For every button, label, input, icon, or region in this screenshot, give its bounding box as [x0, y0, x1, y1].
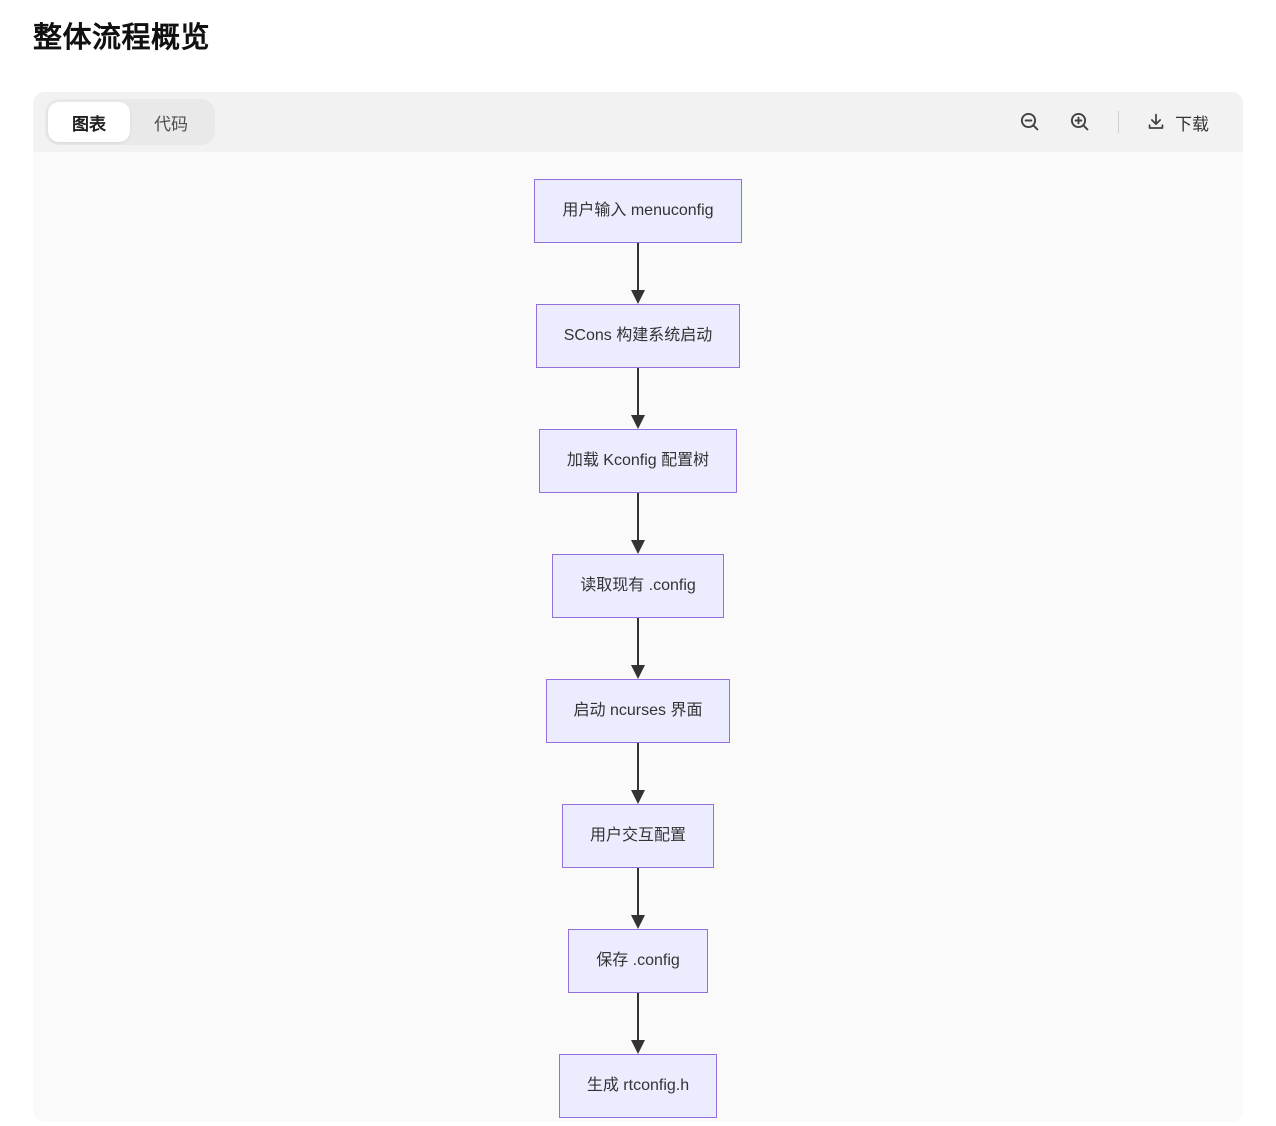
toolbar-divider: [1118, 111, 1119, 133]
view-tab-group: 图表 代码: [45, 99, 215, 145]
flow-arrow: [630, 368, 645, 429]
flow-node-1: SCons 构建系统启动: [535, 304, 741, 368]
flow-arrow: [630, 243, 645, 304]
flow-node-6: 保存 .config: [568, 929, 708, 993]
diagram-panel: 图表 代码: [33, 92, 1243, 1122]
tab-chart[interactable]: 图表: [48, 102, 130, 142]
zoom-out-button[interactable]: [1018, 110, 1042, 134]
download-icon: [1148, 113, 1164, 129]
flow-arrow: [630, 868, 645, 929]
flow-node-2: 加载 Kconfig 配置树: [538, 429, 738, 493]
flow-arrow: [630, 743, 645, 804]
flow-arrow: [630, 993, 645, 1054]
zoom-in-button[interactable]: [1068, 110, 1092, 134]
flow-node-4: 启动 ncurses 界面: [545, 679, 731, 743]
download-button[interactable]: 下载: [1145, 110, 1209, 135]
flow-node-3: 读取现有 .config: [552, 554, 724, 618]
zoom-in-icon: [1070, 112, 1089, 131]
tab-code[interactable]: 代码: [130, 102, 212, 142]
download-label: 下载: [1175, 114, 1209, 134]
flow-arrow: [630, 618, 645, 679]
diagram-toolbar: 图表 代码: [33, 92, 1243, 152]
flow-arrow: [630, 493, 645, 554]
flow-node-0: 用户输入 menuconfig: [534, 179, 742, 243]
page-title: 整体流程概览: [33, 22, 211, 54]
zoom-out-icon: [1020, 112, 1039, 131]
flow-node-5: 用户交互配置: [561, 804, 714, 868]
toolbar-actions: 下载: [1018, 110, 1209, 135]
flow-node-7: 生成 rtconfig.h: [558, 1054, 718, 1118]
